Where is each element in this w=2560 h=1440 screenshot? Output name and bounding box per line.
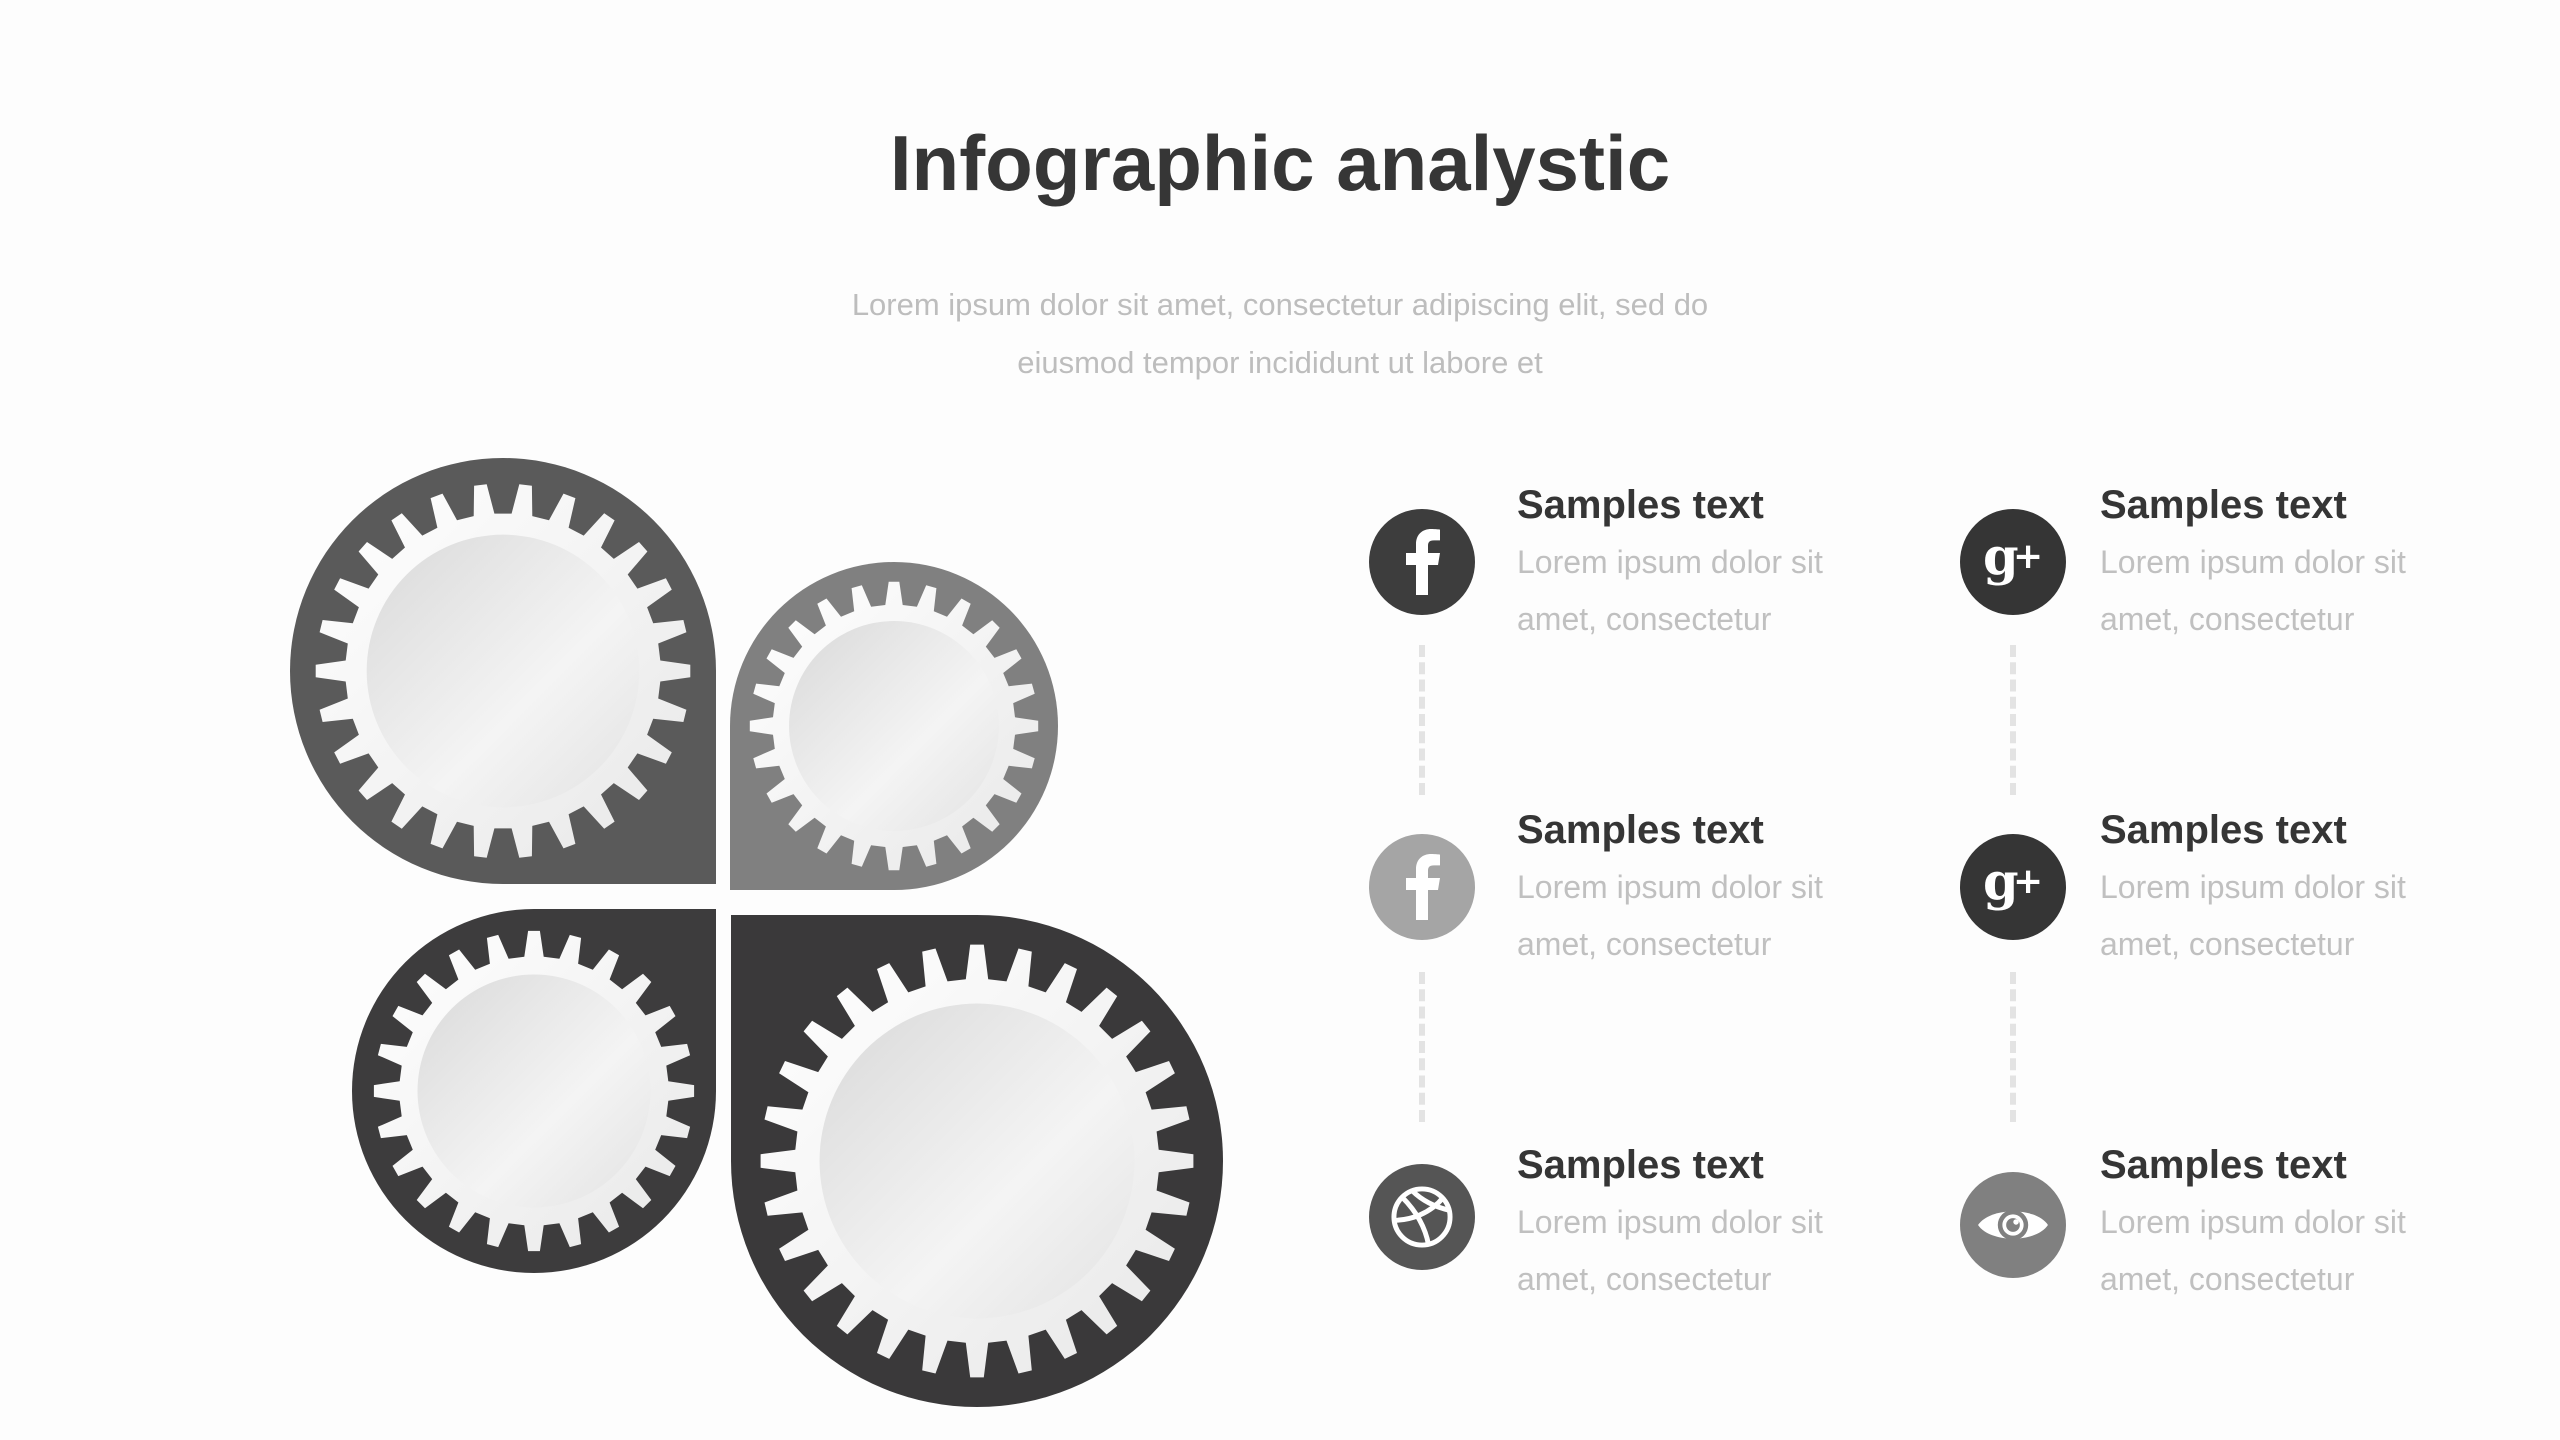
list-item: Samples text Lorem ipsum dolor sit amet, … — [2100, 1140, 2560, 1308]
subtitle-line: Lorem ipsum dolor sit amet, consectetur … — [851, 287, 1709, 322]
item-text: amet, consectetur — [2100, 1261, 2355, 1297]
item-title: Samples text — [1517, 483, 1764, 527]
connector-line — [1419, 972, 1425, 1122]
item-title: Samples text — [2100, 1143, 2347, 1187]
dribbble-icon[interactable] — [1369, 1164, 1475, 1270]
item-text: amet, consectetur — [2100, 926, 2355, 962]
item-text: Lorem ipsum dolor sit — [1517, 1204, 1823, 1240]
list-item: Samples text Lorem ipsum dolor sit amet, … — [1517, 805, 1997, 973]
item-text: amet, consectetur — [2100, 601, 2355, 637]
gear-center-disc — [417, 974, 651, 1208]
item-text: Lorem ipsum dolor sit — [1517, 869, 1823, 905]
subtitle-line: eiusmod tempor incididunt ut labore et — [1017, 345, 1543, 380]
item-text: Lorem ipsum dolor sit — [2100, 869, 2406, 905]
svg-text:+: + — [2013, 536, 2043, 577]
item-text: amet, consectetur — [1517, 601, 1772, 637]
item-text: amet, consectetur — [1517, 926, 1772, 962]
item-title: Samples text — [1517, 808, 1764, 852]
svg-text:g: g — [1983, 857, 2019, 912]
connector-line — [2010, 645, 2016, 795]
gear-center-disc — [789, 621, 999, 831]
connector-line — [2010, 972, 2016, 1122]
item-text: Lorem ipsum dolor sit — [2100, 1204, 2406, 1240]
svg-text:g: g — [1983, 532, 2019, 587]
svg-text:+: + — [2013, 861, 2043, 902]
list-item: Samples text Lorem ipsum dolor sit amet, … — [1517, 480, 1997, 648]
item-title: Samples text — [2100, 483, 2347, 527]
list-item: Samples text Lorem ipsum dolor sit amet, … — [2100, 805, 2560, 973]
eye-icon[interactable] — [1960, 1172, 2066, 1278]
item-title: Samples text — [1517, 1143, 1764, 1187]
gear-center-disc — [366, 534, 640, 808]
connector-line — [1419, 645, 1425, 795]
facebook-icon[interactable] — [1369, 509, 1475, 615]
google-plus-icon[interactable]: g+ — [1960, 834, 2066, 940]
page-title: Infographic analystic — [889, 119, 1671, 207]
google-plus-icon[interactable]: g+ — [1960, 509, 2066, 615]
item-title: Samples text — [2100, 808, 2347, 852]
gear-center-disc — [819, 1003, 1135, 1319]
item-text: Lorem ipsum dolor sit — [1517, 544, 1823, 580]
facebook-icon[interactable] — [1369, 834, 1475, 940]
list-item: Samples text Lorem ipsum dolor sit amet, … — [2100, 480, 2560, 648]
item-text: Lorem ipsum dolor sit — [2100, 544, 2406, 580]
page-subtitle: Lorem ipsum dolor sit amet, consectetur … — [0, 276, 2560, 392]
item-text: amet, consectetur — [1517, 1261, 1772, 1297]
list-item: Samples text Lorem ipsum dolor sit amet, … — [1517, 1140, 1997, 1308]
